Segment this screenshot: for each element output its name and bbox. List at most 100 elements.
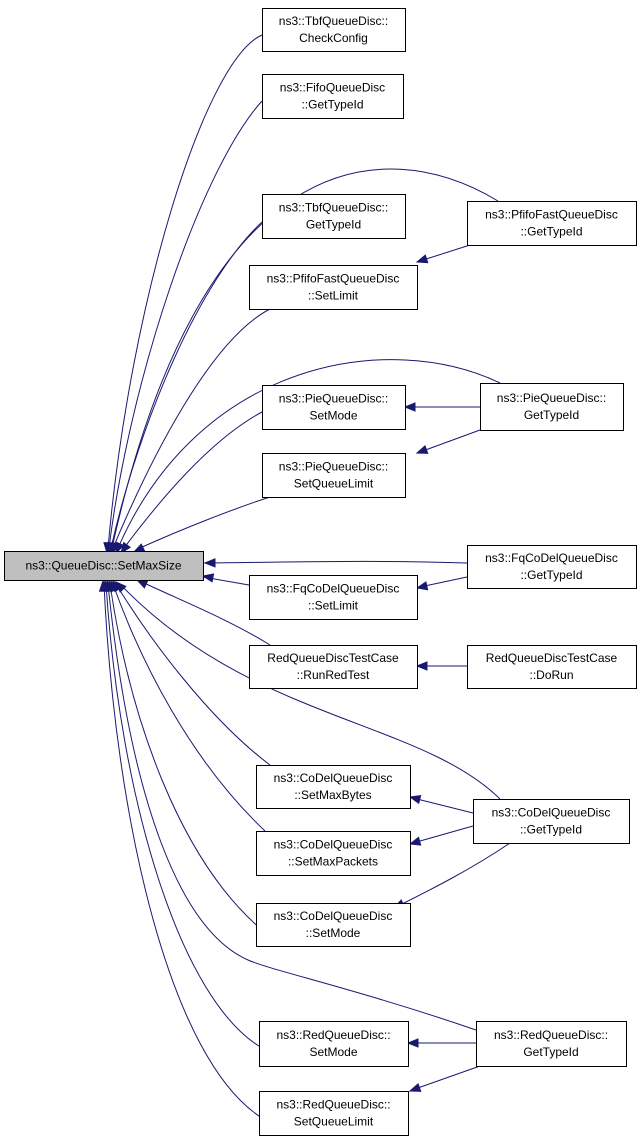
edge-pie_type-to-pie_mode [403,402,480,412]
node-label: SetMode [309,1045,357,1059]
edge-pfifo_type-to-pfifo_limit [415,244,471,264]
node-label: ns3::TbfQueueDisc:: [279,14,388,28]
edge-line [412,797,474,814]
arrow-head [415,254,429,264]
node-label: ::SetMode [306,926,361,940]
node-label: ::SetMaxBytes [294,788,371,802]
node-tbf-check[interactable]: ns3::TbfQueueDisc::CheckConfig [262,8,406,52]
node-label: CheckConfig [299,31,368,45]
node-pie-qlimit[interactable]: ns3::PieQueueDisc::SetQueueLimit [262,453,406,498]
edge-line [112,308,271,549]
node-label: RedQueueDiscTestCase [267,651,399,665]
edge-line [105,583,263,1049]
edge-line [107,34,263,549]
node-label: ::GetTypeId [301,98,363,112]
edge-line [110,221,263,549]
node-pie-type[interactable]: ns3::PieQueueDisc::GetTypeId [480,383,624,431]
arrow-head [115,541,125,555]
edge-pie_type-to-pie_qlimit [415,429,481,454]
node-codel-packets[interactable]: ns3::CoDelQueueDisc::SetMaxPackets [256,831,411,876]
edge-line [414,1065,481,1090]
node-red-qlimit[interactable]: ns3::RedQueueDisc::SetQueueLimit [259,1091,409,1136]
edge-line [119,583,501,800]
node-label: SetMode [309,409,357,423]
node-box [476,1021,627,1067]
node-label: ns3::PieQueueDisc:: [497,391,606,405]
node-red-test-run[interactable]: RedQueueDiscTestCase::RunRedTest [249,645,418,689]
node-label: ns3::FqCoDelQueueDisc [267,582,400,596]
node-red-mode[interactable]: ns3::RedQueueDisc::SetMode [259,1021,409,1067]
edge-fq_type-to-fq_limit [415,576,468,591]
node-label: ::GetTypeId [520,823,582,837]
node-box [262,8,406,52]
node-box [249,575,418,620]
edge-line [109,583,263,931]
edge-line [139,496,271,549]
node-box [259,1091,409,1136]
edge-codel_type-to-codel_bytes [408,794,474,814]
edge-line [202,560,468,564]
node-pfifo-type[interactable]: ns3::PfifoFastQueueDisc::GetTypeId [467,201,637,246]
edge-codel_type-to-codel_packets [408,825,474,846]
node-fq-type[interactable]: ns3::FqCoDelQueueDisc::GetTypeId [467,545,637,589]
node-box [467,201,637,246]
node-codel-type[interactable]: ns3::CoDelQueueDisc::GetTypeId [473,799,630,844]
node-label: ns3::PfifoFastQueueDisc [267,272,400,286]
node-codel-mode[interactable]: ns3::CoDelQueueDisc::SetMode [256,903,411,947]
edge-red_type-to-red_mode [406,1038,476,1048]
arrow-head [408,794,422,805]
node-box [256,903,411,947]
node-label: ns3::CoDelQueueDisc [274,909,393,923]
node-root: ns3::QueueDisc::SetMaxSize [4,551,204,581]
arrow-head [201,573,215,583]
node-label: ::GetTypeId [520,568,582,582]
node-codel-bytes[interactable]: ns3::CoDelQueueDisc::SetMaxBytes [256,765,411,809]
edge-line [419,429,481,453]
node-fifo-type[interactable]: ns3::FifoQueueDisc::GetTypeId [262,74,404,119]
edge-red_test_dorun-to-red_test_run [415,661,467,671]
edge-fifo_type-to-root [104,100,263,555]
node-red-type[interactable]: ns3::RedQueueDisc::GetTypeId [476,1021,627,1067]
node-tbf-type[interactable]: ns3::TbfQueueDisc::GetTypeId [262,194,406,239]
node-pfifo-limit[interactable]: ns3::PfifoFastQueueDisc::SetLimit [249,265,418,310]
edge-red_mode-to-root [100,579,263,1049]
node-red-test-dorun[interactable]: RedQueueDiscTestCase::DoRun [467,645,637,689]
edge-red_qlimit-to-root [98,579,263,1119]
edge-codel_mode-to-root [105,579,263,931]
node-label: RedQueueDiscTestCase [486,651,618,665]
node-box [467,545,637,589]
node-label: ::RunRedTest [297,668,370,682]
node-label: ::DoRun [529,668,573,682]
node-fq-limit[interactable]: ns3::FqCoDelQueueDisc::SetLimit [249,575,418,620]
node-box [262,194,406,239]
edge-codel_bytes-to-root [112,579,271,766]
arrow-head [415,661,428,671]
node-pie-mode[interactable]: ns3::PieQueueDisc::SetMode [262,385,406,430]
node-label: ns3::RedQueueDisc:: [494,1028,608,1042]
edge-pie_mode-to-root [120,411,263,555]
edge-fq_type-to-root [202,558,468,568]
node-label: ::SetMaxPackets [288,855,378,869]
edge-tbf_check-to-root [103,34,263,555]
node-label: SetQueueLimit [294,1115,374,1129]
arrow-head [415,581,429,591]
node-label: ns3::RedQueueDisc:: [276,1098,390,1112]
arrow-head [403,402,416,412]
node-box [256,831,411,876]
node-label: ns3::PieQueueDisc:: [279,460,388,474]
node-label: GetTypeId [306,218,361,232]
edge-fq_limit-to-root [201,573,250,586]
node-label: ns3::RedQueueDisc:: [276,1028,390,1042]
node-box [480,383,624,431]
node-label: ns3::FqCoDelQueueDisc [485,551,618,565]
node-label: ns3::TbfQueueDisc:: [279,201,388,215]
edge-line [399,842,511,906]
node-label: ::SetLimit [308,599,359,613]
node-label: ns3::CoDelQueueDisc [274,771,393,785]
arrow-head [135,579,149,589]
edge-pie_qlimit-to-root [132,496,271,553]
edge-pie_type-to-root [115,359,501,555]
edge-codel_packets-to-root [110,579,266,832]
edge-line [412,825,474,844]
